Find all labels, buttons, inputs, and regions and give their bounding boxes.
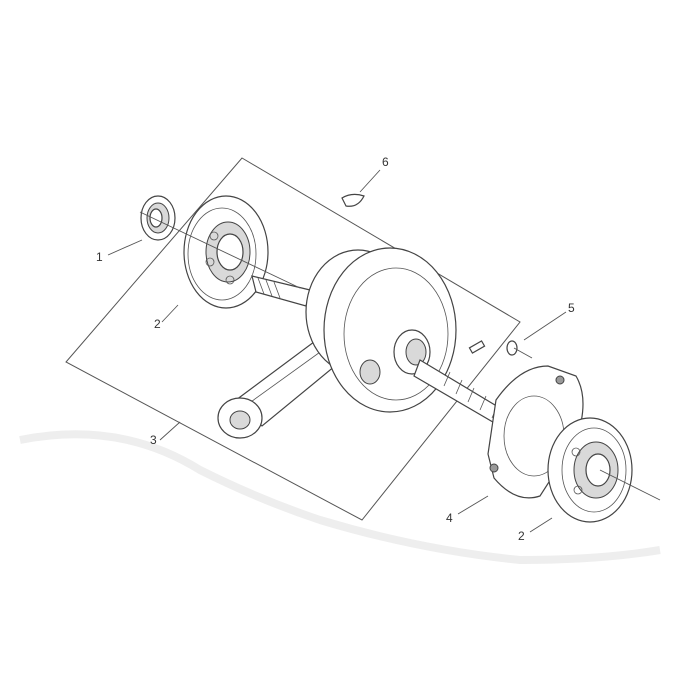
callout-5: 5 bbox=[568, 301, 575, 315]
woodruff-key bbox=[341, 193, 365, 207]
leader-6 bbox=[359, 169, 381, 193]
background-outline bbox=[19, 430, 661, 565]
bearing-left bbox=[183, 195, 269, 309]
callout-4: 4 bbox=[446, 511, 453, 525]
leader-2a bbox=[161, 304, 179, 323]
callout-2-left: 2 bbox=[154, 317, 161, 331]
axis-line-right bbox=[599, 469, 661, 501]
crank-left-shaft bbox=[251, 275, 311, 307]
callout-3: 3 bbox=[150, 433, 157, 447]
leader-3 bbox=[159, 421, 181, 441]
bearing-right bbox=[547, 417, 633, 523]
leader-1 bbox=[107, 239, 143, 256]
axis-line bbox=[139, 211, 301, 289]
locating-pin bbox=[468, 340, 486, 354]
callout-6: 6 bbox=[382, 155, 389, 169]
oil-seal bbox=[140, 195, 176, 241]
leader-2b bbox=[529, 517, 553, 533]
leader-4 bbox=[457, 495, 489, 515]
leader-5 bbox=[523, 311, 567, 341]
callout-2-right: 2 bbox=[518, 529, 525, 543]
screw bbox=[506, 340, 533, 359]
callout-1: 1 bbox=[96, 250, 103, 264]
